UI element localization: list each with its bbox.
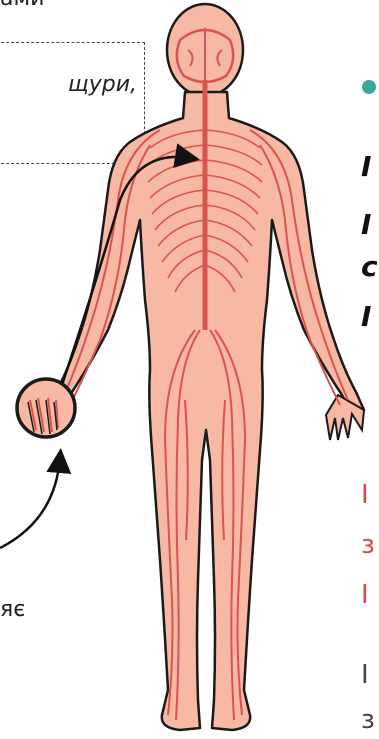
hand-magnifier-circle — [17, 379, 75, 437]
arrow-to-hand — [0, 458, 60, 548]
